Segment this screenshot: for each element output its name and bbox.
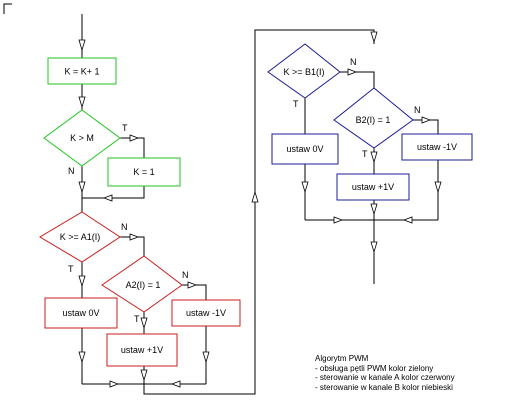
b2-no-label: N — [414, 105, 421, 115]
arrow-down — [78, 39, 86, 52]
compare-a2-diamond — [101, 255, 183, 313]
legend-item: - sterowanie w kanale B kolor niebieski — [315, 382, 453, 392]
arrow-right — [109, 380, 120, 388]
b2-yes-label: T — [362, 149, 368, 159]
arrow-down — [370, 151, 378, 164]
arrow-right — [347, 68, 358, 76]
arrow-down — [370, 203, 378, 216]
red-set0-box — [44, 297, 118, 329]
compare-a2-label: A2(I) = 1 — [126, 280, 161, 290]
arrow-down — [78, 181, 86, 194]
reset-k-box — [107, 157, 181, 187]
blue-set0-label: ustaw 0V — [286, 144, 323, 154]
compare-a1-label: K >= A1(I) — [60, 232, 101, 242]
compare-b1-label: K >= B1(I) — [283, 67, 324, 77]
arrow-left — [102, 194, 113, 202]
legend-title: Algorytm PWM — [315, 354, 369, 363]
connector-a2-no — [180, 284, 207, 300]
legend-item: - sterowanie w kanale A kolor czerwony — [315, 373, 455, 382]
arrow-down — [434, 181, 442, 194]
connector-red-no — [120, 236, 145, 256]
km-no-label: N — [68, 166, 75, 176]
legend-item: - obsługa pętli PWM kolor zielony — [315, 363, 434, 373]
increment-label: K = K+ 1 — [64, 67, 99, 77]
km-yes-label: T — [122, 123, 128, 133]
red-set0-label: ustaw 0V — [62, 308, 99, 318]
connector-b2-no — [413, 119, 439, 134]
connector-loop-to-b — [143, 29, 375, 395]
b1-yes-label: T — [293, 99, 299, 109]
compare-km-diamond — [43, 109, 121, 167]
blue-set0-box — [271, 133, 339, 165]
increment-box — [47, 57, 117, 85]
red-setp1-label: ustaw +1V — [121, 345, 163, 355]
blue-setm1-box — [401, 133, 473, 161]
arrow-down — [78, 96, 86, 109]
arrow-right — [129, 233, 140, 241]
compare-km-label: K > M — [70, 133, 94, 143]
connector-true-merge — [82, 186, 145, 199]
compare-b1-diamond — [267, 43, 341, 99]
red-setp1-box — [106, 333, 178, 367]
red-setm1-box — [171, 299, 241, 327]
a1-yes-label: T — [68, 264, 74, 274]
compare-b2-diamond — [333, 87, 414, 149]
a2-no-label: N — [182, 270, 189, 280]
arrow-down — [202, 351, 210, 364]
reset-k-label: K = 1 — [133, 167, 154, 177]
arrow-down — [78, 275, 86, 288]
arrow-down — [140, 369, 148, 382]
arrow-right — [187, 281, 198, 289]
corner-mark — [3, 3, 12, 14]
arrow-right — [333, 216, 344, 224]
b1-no-label: N — [350, 57, 357, 67]
red-setm1-label: ustaw -1V — [186, 308, 226, 318]
arrow-down — [78, 351, 86, 364]
compare-b2-label: B2(I) = 1 — [356, 115, 391, 125]
compare-a1-diamond — [39, 211, 121, 263]
arrow-down — [140, 317, 148, 330]
a1-no-label: N — [121, 222, 128, 232]
arrow-right — [421, 116, 432, 124]
arrow-left — [170, 380, 181, 388]
connector-b-no — [338, 71, 375, 88]
connector-true-branch — [120, 137, 145, 158]
arrow-left — [402, 216, 413, 224]
arrow-up — [251, 190, 259, 203]
a2-yes-label: T — [134, 314, 140, 324]
blue-setp1-box — [336, 173, 410, 201]
arrow-down — [370, 241, 378, 254]
arrow-right — [129, 134, 140, 142]
arrow-down — [370, 31, 378, 44]
legend: Algorytm PWM - obsługa pętli PWM kolor z… — [315, 354, 455, 392]
arrow-down — [301, 181, 309, 194]
blue-setp1-label: ustaw +1V — [352, 182, 394, 192]
blue-setm1-label: ustaw -1V — [417, 142, 457, 152]
